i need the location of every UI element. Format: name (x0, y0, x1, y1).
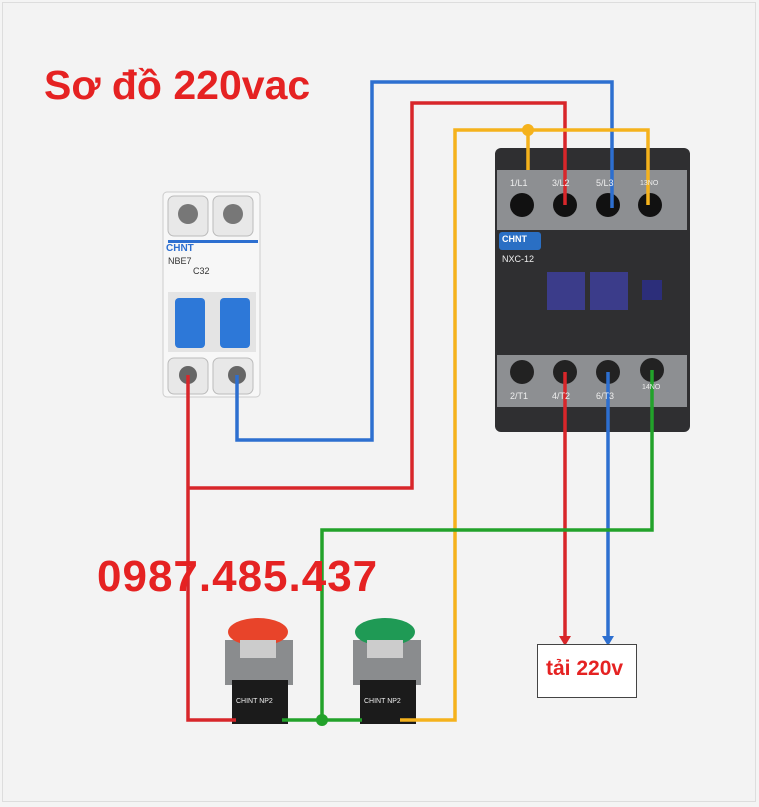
terminal-label: 6/T3 (596, 391, 615, 401)
terminal-label: 14NO (642, 384, 661, 391)
red-wire (186, 375, 236, 722)
terminal-label: 1/L1 (510, 178, 528, 188)
breaker-rating: C32 (193, 266, 210, 276)
contactor-brand: CHNT (502, 234, 527, 244)
load-label: tải 220v (546, 657, 624, 680)
start-button-label: CHINT NP2 (364, 698, 401, 705)
breaker-model: NBE7 (168, 256, 192, 266)
terminal-label: 4/T2 (552, 391, 571, 401)
breaker-screw-icon (223, 204, 243, 224)
yellow-wire (400, 128, 650, 722)
terminal-label: 3/L2 (552, 178, 570, 188)
contactor (495, 148, 690, 432)
junction-dot (522, 124, 534, 136)
terminal-label: 2/T1 (510, 391, 529, 401)
blue-wire (235, 80, 614, 442)
stop-button-label: CHINT NP2 (236, 698, 273, 705)
circuit-breaker (162, 191, 261, 398)
red-wire-top (188, 101, 567, 490)
junction-dot (316, 714, 328, 726)
breaker-brand: CHNT (166, 243, 194, 254)
phone-number: 0987.485.437 (97, 552, 379, 601)
arrow-icon (559, 636, 571, 646)
start-button[interactable] (353, 618, 421, 724)
contactor-model: NXC-12 (502, 254, 535, 264)
stop-button[interactable] (225, 618, 293, 724)
arrow-icon (602, 636, 614, 646)
load-box: tải 220v (537, 644, 637, 698)
breaker-screw-icon (178, 204, 198, 224)
terminal-label: 13NO (640, 180, 659, 187)
terminal-label: 5/L3 (596, 178, 614, 188)
diagram-title: Sơ đồ 220vac (44, 62, 311, 108)
green-wire (320, 370, 654, 720)
